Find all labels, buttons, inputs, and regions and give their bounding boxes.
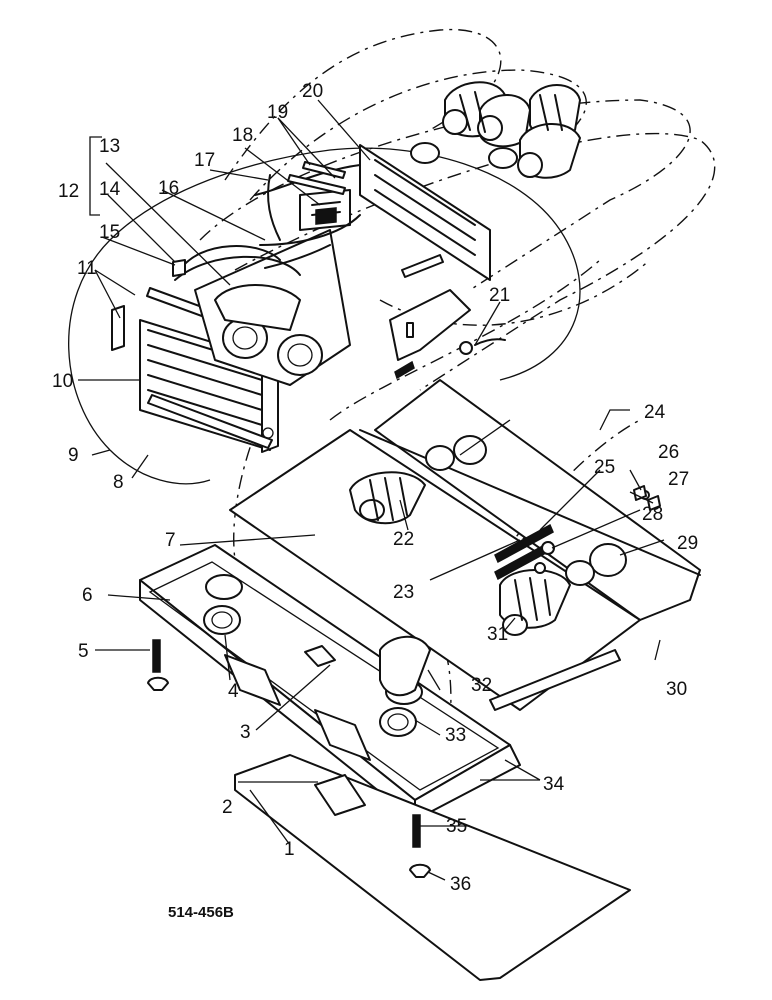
callout-3: 3 xyxy=(240,722,251,743)
callout-31: 31 xyxy=(487,624,508,645)
callout-14: 14 xyxy=(99,179,121,200)
callout-32: 32 xyxy=(471,675,492,696)
callout-12-bracket xyxy=(89,136,102,216)
callout-26: 26 xyxy=(658,442,679,463)
callout-12: 12 xyxy=(58,181,79,202)
callout-2: 2 xyxy=(222,797,233,818)
callout-17: 17 xyxy=(194,150,215,171)
callout-22: 22 xyxy=(393,529,414,550)
callout-24: 24 xyxy=(644,402,666,423)
callout-13: 13 xyxy=(99,136,120,157)
callout-1: 1 xyxy=(284,839,295,860)
callout-35: 35 xyxy=(446,816,467,837)
callout-28: 28 xyxy=(642,504,663,525)
callout-9: 9 xyxy=(68,445,79,466)
callout-4: 4 xyxy=(228,681,239,702)
callout-18: 18 xyxy=(232,125,253,146)
floor-panel xyxy=(229,379,701,711)
callout-29: 29 xyxy=(677,533,698,554)
callout-19: 19 xyxy=(267,102,288,123)
callout-23: 23 xyxy=(393,582,414,603)
fasteners xyxy=(147,485,661,878)
assembly-outline xyxy=(68,147,581,485)
callout-16: 16 xyxy=(158,178,179,199)
callout-25: 25 xyxy=(594,457,615,478)
drawing-reference: 514-456B xyxy=(168,904,234,921)
leader-lines xyxy=(78,99,665,881)
callout-8: 8 xyxy=(113,472,124,493)
callout-15: 15 xyxy=(99,222,120,243)
callout-labels: 1 2 3 4 5 6 7 8 9 10 11 12 13 14 15 16 1… xyxy=(52,81,698,895)
blower-assembly xyxy=(111,144,506,453)
callout-20: 20 xyxy=(302,81,323,102)
callout-36: 36 xyxy=(450,874,471,895)
base-tray xyxy=(139,544,621,821)
callout-33: 33 xyxy=(445,725,466,746)
callout-10: 10 xyxy=(52,371,73,392)
callout-7: 7 xyxy=(165,530,176,551)
callout-11: 11 xyxy=(77,258,97,279)
callout-21: 21 xyxy=(489,285,510,306)
callout-34: 34 xyxy=(543,774,565,795)
callout-6: 6 xyxy=(82,585,93,606)
callout-5: 5 xyxy=(78,641,89,662)
bottom-plate xyxy=(234,754,631,981)
callout-30: 30 xyxy=(666,679,687,700)
callout-27: 27 xyxy=(668,469,689,490)
upper-ducts xyxy=(410,81,581,179)
